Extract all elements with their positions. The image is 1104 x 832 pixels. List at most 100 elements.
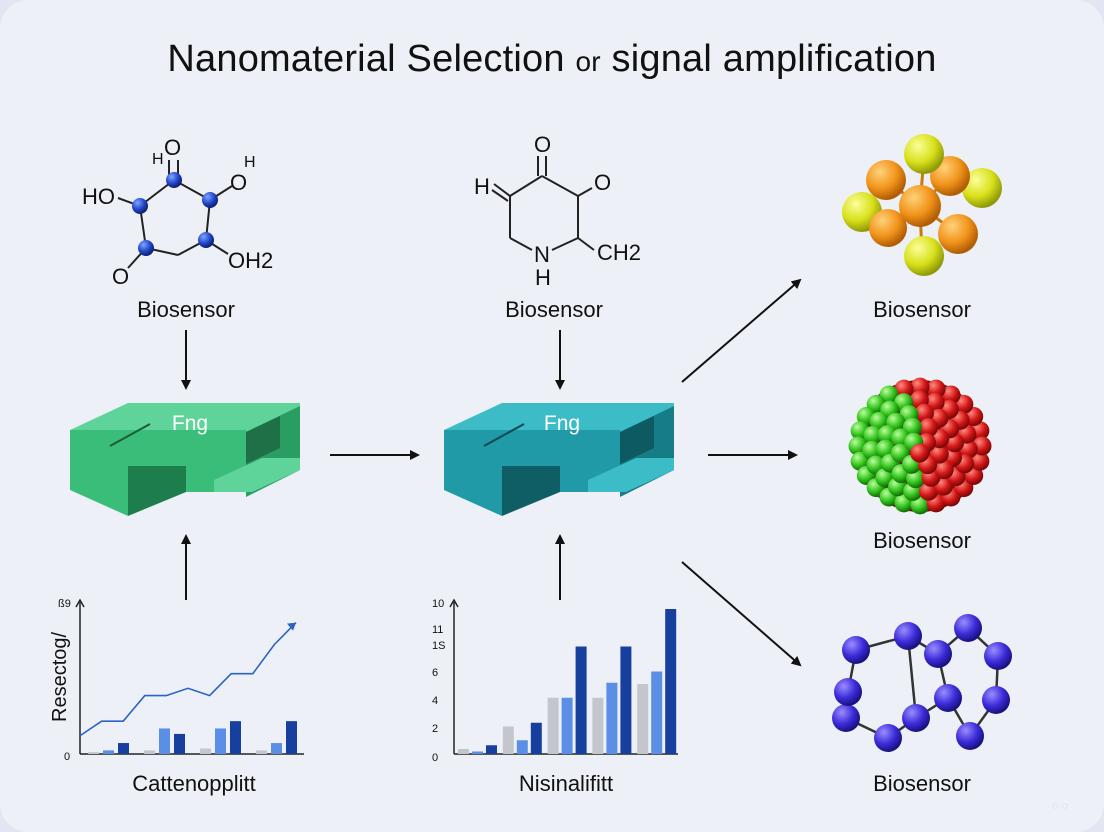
- network-node: [902, 704, 930, 732]
- right-chart-bar: [486, 745, 497, 754]
- left-molecule-label: Biosensor: [137, 297, 235, 322]
- left-chart-bar: [271, 743, 282, 754]
- center-molecule-label: Biosensor: [505, 297, 603, 322]
- title-part-2: signal amplification: [611, 38, 937, 80]
- left-chart-bar: [230, 721, 241, 754]
- network-node: [832, 704, 860, 732]
- right-chart-ytick: 4: [432, 695, 438, 707]
- nanostructure-label: Biosensor: [873, 297, 971, 322]
- atom-label: H: [152, 151, 164, 168]
- atom-label: OH2: [228, 248, 273, 273]
- nanostructure-label: Biosensor: [873, 771, 971, 796]
- right-chart-bar: [651, 671, 663, 754]
- atom-label: O: [112, 264, 129, 289]
- nanoparticle-atom: [863, 425, 883, 445]
- left-chart-ytick-zero: 0: [64, 751, 70, 763]
- atom-label: HO: [82, 184, 115, 209]
- network-node: [982, 686, 1010, 714]
- atom-label: H: [535, 265, 551, 290]
- right-chart-ytick: 6: [432, 667, 438, 679]
- right-chart-ytick: 11: [432, 624, 443, 636]
- processor-label-green: Fng: [171, 412, 209, 435]
- arrow-down-right: [681, 561, 802, 667]
- diagram-title: Nanomaterial Selection or signal amplifi…: [0, 38, 1104, 81]
- nanoparticle-atom: [906, 469, 926, 489]
- right-chart-bar: [561, 697, 573, 754]
- nanoparticle-atom: [941, 385, 961, 405]
- processor-block-teal: [444, 403, 674, 516]
- atom-label: O: [230, 170, 247, 195]
- right-chart-bar: [502, 726, 514, 754]
- atom-label: H: [244, 154, 256, 171]
- network-node: [954, 614, 982, 642]
- left-molecule: HO H O H O O OH2: [82, 135, 273, 289]
- atom-label: CH2: [597, 240, 641, 265]
- nanoparticle-atom: [970, 451, 990, 471]
- left-chart-bar: [118, 743, 129, 754]
- network-node: [874, 724, 902, 752]
- nanoparticle-atom: [914, 403, 934, 423]
- right-chart-bar: [592, 697, 604, 754]
- left-chart-caption: Cattenopplitt: [132, 771, 256, 796]
- right-chart-bar: [458, 749, 469, 754]
- red-green-nanoparticle-icon: [848, 377, 992, 515]
- left-chart-line-arrowhead: [287, 622, 296, 631]
- right-chart: 10 11 1S 6 4 2 0: [432, 598, 678, 764]
- watermark-icon: ◌ ◌: [1052, 800, 1069, 812]
- network-node: [924, 640, 952, 668]
- flow-arrows: [181, 278, 802, 667]
- network-node: [894, 622, 922, 650]
- left-chart-bar: [159, 728, 170, 754]
- left-chart-line-series: [79, 622, 297, 737]
- network-node: [956, 722, 984, 750]
- left-chart-bar: [286, 721, 297, 754]
- left-chart-bar: [215, 728, 226, 754]
- network-node: [842, 636, 870, 664]
- processor-block-green: [70, 403, 300, 516]
- yellow-orange-cluster-icon: [842, 134, 1002, 276]
- right-chart-bar: [637, 684, 649, 754]
- left-chart-bar: [103, 750, 114, 754]
- left-chart-bar: [88, 752, 99, 754]
- right-chart-bar: [516, 740, 528, 754]
- nanoparticle-atom: [862, 440, 882, 460]
- right-chart-ytick: 2: [432, 723, 438, 735]
- nanoparticle-atom: [894, 379, 914, 399]
- right-chart-bar: [606, 682, 618, 754]
- right-chart-bar: [530, 722, 542, 754]
- left-chart-bar: [144, 750, 155, 754]
- nanoparticle-atom: [934, 460, 954, 480]
- left-chart: ß9 0 Resectog/: [49, 598, 304, 763]
- right-chart-bar: [665, 609, 677, 754]
- right-chart-ytick: 0: [432, 752, 438, 764]
- atom-label: O: [534, 132, 551, 157]
- blue-ring-network-icon: [832, 614, 1012, 752]
- right-chart-ytick: 10: [432, 598, 444, 610]
- nanoparticle-atom: [918, 418, 938, 438]
- atom-label: N: [534, 242, 550, 267]
- center-molecule: O O H N H CH2: [474, 132, 641, 290]
- nanoparticle-atom: [910, 443, 930, 463]
- network-node: [984, 642, 1012, 670]
- left-chart-ylabel: Resectog/: [49, 632, 71, 722]
- arrow-up-right: [681, 278, 802, 383]
- left-chart-bar: [256, 750, 267, 754]
- processor-label-teal: Fng: [543, 412, 581, 435]
- left-chart-ytick-top: ß9: [58, 598, 71, 610]
- left-chart-bar: [174, 733, 185, 754]
- network-node: [934, 684, 962, 712]
- atom-label: O: [594, 170, 611, 195]
- right-chart-bar: [620, 646, 632, 754]
- nanostructure-label: Biosensor: [873, 528, 971, 553]
- atom-label: O: [164, 135, 181, 160]
- right-chart-bar: [547, 697, 559, 754]
- right-chart-bar: [472, 751, 483, 754]
- network-node: [834, 678, 862, 706]
- title-connector: or: [575, 46, 601, 77]
- right-chart-ytick: 1S: [432, 640, 445, 652]
- right-chart-caption: Nisinalifitt: [518, 771, 614, 796]
- atom-label: H: [474, 174, 490, 199]
- right-chart-bar: [575, 646, 587, 754]
- title-part-1: Nanomaterial Selection: [167, 38, 565, 80]
